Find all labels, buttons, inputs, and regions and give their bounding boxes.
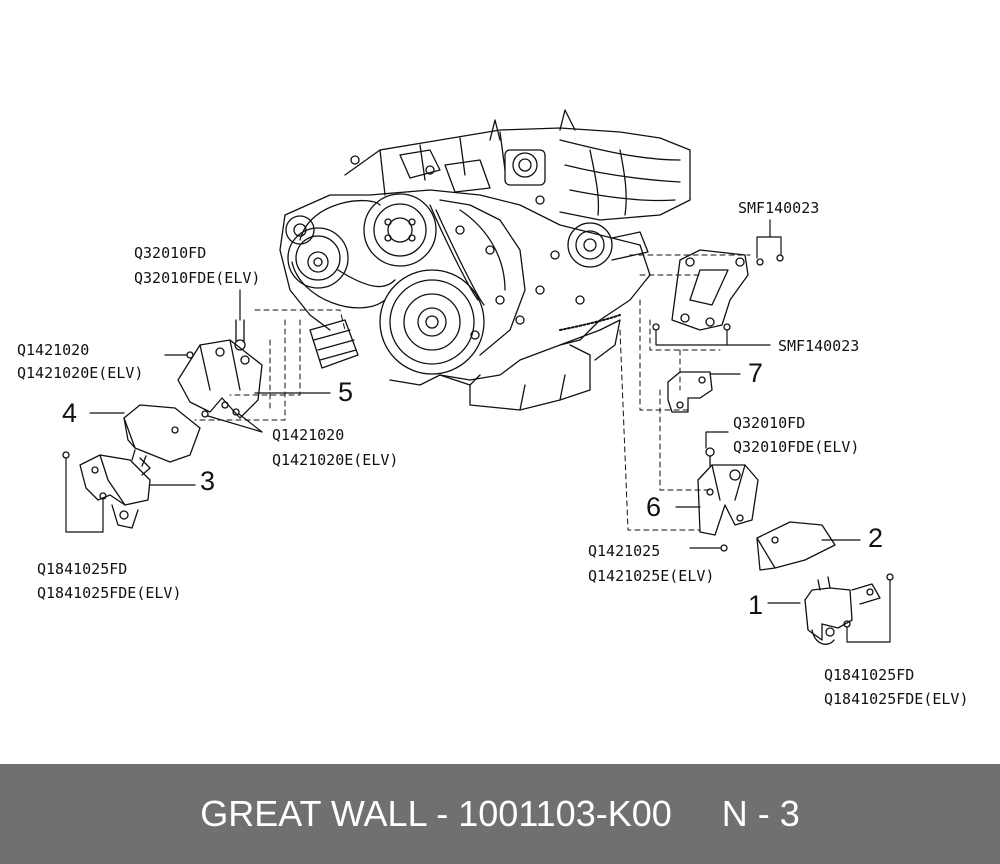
bolt-q1841025-left <box>62 451 107 500</box>
footer-caption: GREAT WALL - 1001103-K00 N - 3 <box>200 793 800 834</box>
leader-lines <box>65 219 891 643</box>
callout-7: 7 <box>748 358 763 388</box>
part-number-labels: SMF140023 SMF140023 Q32010FD Q32010FDE(E… <box>17 199 969 708</box>
label-q32010fd-left-2: Q32010FDE(ELV) <box>134 269 260 287</box>
part-5-bracket <box>177 339 263 419</box>
part-4-shield <box>123 404 201 476</box>
callout-2: 2 <box>868 523 883 553</box>
callout-5: 5 <box>338 377 353 407</box>
label-q1421020-mid-1: Q1421020 <box>272 426 344 444</box>
callout-4: 4 <box>62 398 77 428</box>
part-6-bracket <box>697 464 759 536</box>
label-q1841025-left-1: Q1841025FD <box>37 560 127 578</box>
callout-numbers: 1 2 3 4 5 6 7 <box>62 358 883 620</box>
callout-6: 6 <box>646 492 661 522</box>
engine-mount-diagram: SMF140023 SMF140023 Q32010FD Q32010FDE(E… <box>17 109 969 708</box>
bolt-smf-top <box>756 254 784 266</box>
label-q1421020-mid-2: Q1421020E(ELV) <box>272 451 398 469</box>
label-q32010fd-left-1: Q32010FD <box>134 244 206 262</box>
part-7-bracket <box>667 371 713 413</box>
label-q1421025-1: Q1421025 <box>588 542 660 560</box>
part-2-shield <box>756 521 836 571</box>
bracket-upper-right <box>671 249 749 331</box>
label-smf-top: SMF140023 <box>738 199 819 217</box>
bolt-q1421020-left <box>186 351 194 359</box>
part-3-mount <box>79 449 151 529</box>
part-1-mount <box>804 576 881 645</box>
bolt-q32010-right <box>705 447 715 467</box>
engine-illustration <box>279 109 691 411</box>
bolt-q1421025 <box>720 544 728 552</box>
label-q32010fd-right-2: Q32010FDE(ELV) <box>733 438 859 456</box>
callout-3: 3 <box>200 466 215 496</box>
label-q1841025-left-2: Q1841025FDE(ELV) <box>37 584 182 602</box>
bolt-q32010-left <box>234 319 246 351</box>
label-q1841025-right-2: Q1841025FDE(ELV) <box>824 690 969 708</box>
assembly-guide-lines <box>194 254 751 531</box>
label-q1421025-2: Q1421025E(ELV) <box>588 567 714 585</box>
callout-1: 1 <box>748 590 763 620</box>
label-q32010fd-right-1: Q32010FD <box>733 414 805 432</box>
label-q1841025-right-1: Q1841025FD <box>824 666 914 684</box>
label-q1421020-left-1: Q1421020 <box>17 341 89 359</box>
label-smf-mid: SMF140023 <box>778 337 859 355</box>
label-q1421020-left-2: Q1421020E(ELV) <box>17 364 143 382</box>
bolt-q1421020-mid <box>201 408 240 418</box>
footer-bar: GREAT WALL - 1001103-K00 N - 3 <box>0 764 1000 864</box>
